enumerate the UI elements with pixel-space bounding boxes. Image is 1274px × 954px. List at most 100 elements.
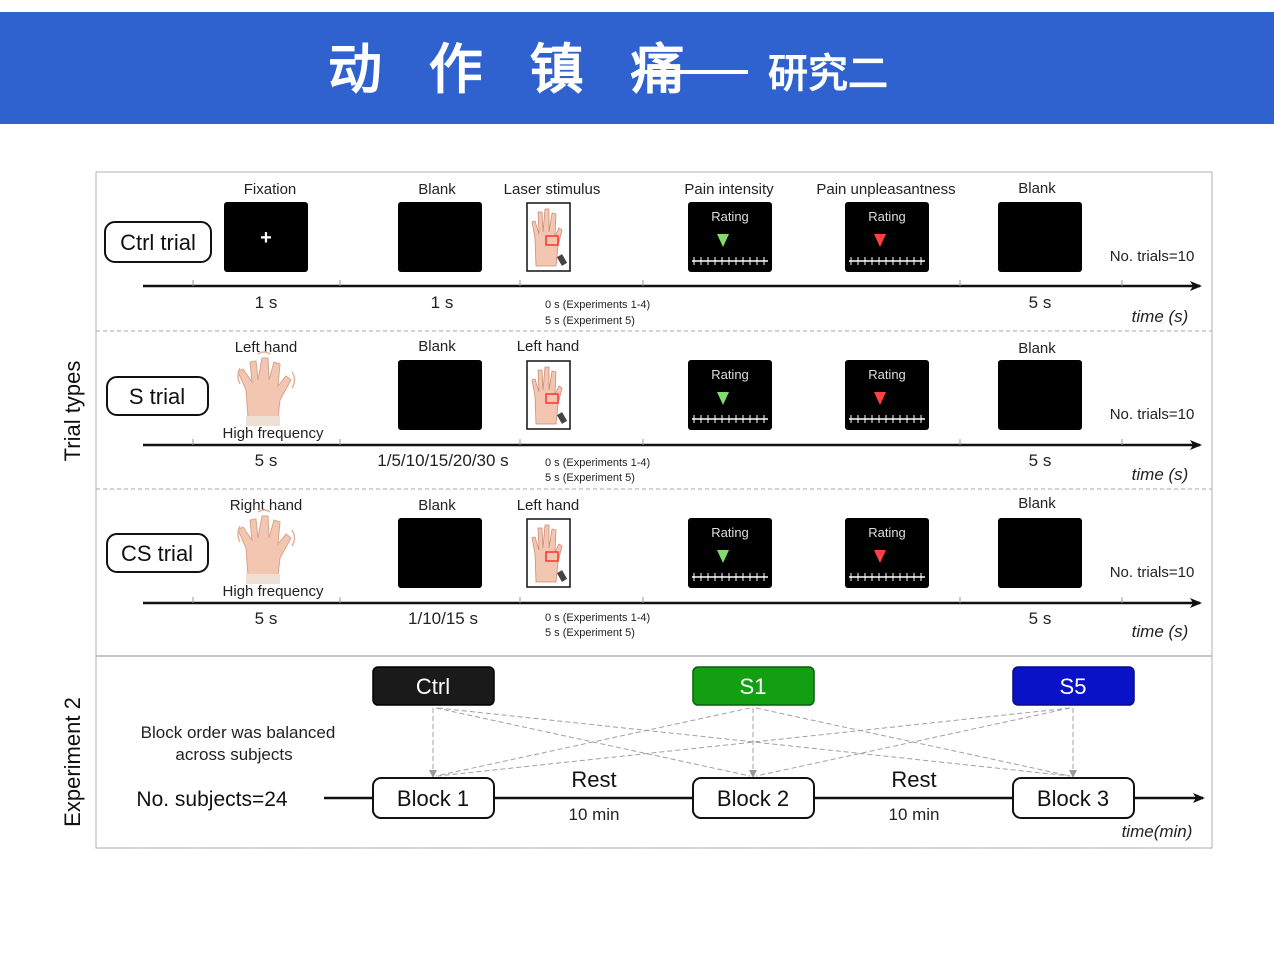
delay-exp-1-4: 0 s (Experiments 1-4) (545, 457, 650, 469)
phase-label-blank: Blank (418, 181, 456, 198)
duration-blank-end: 5 s (1029, 609, 1052, 628)
rating-screen-2: Rating (845, 202, 929, 272)
duration-blank-end: 5 s (1029, 293, 1052, 312)
block-3-label: Block 3 (1037, 786, 1109, 811)
phase-label-blank-end: Blank (1018, 180, 1056, 197)
rest-duration-1: 10 min (568, 805, 619, 824)
delay-exp-5: 5 s (Experiment 5) (545, 627, 635, 639)
delay-exp-5: 5 s (Experiment 5) (545, 315, 635, 327)
rating-label: Rating (711, 367, 749, 382)
block-2-box (692, 777, 815, 819)
timeline-ticks (192, 280, 1123, 286)
blank-screen-end (998, 518, 1082, 588)
rest-label-1: Rest (571, 767, 616, 792)
balance-note-line-2: across subjects (175, 745, 292, 764)
condition-s1-box (692, 666, 815, 706)
title-dash (636, 70, 748, 74)
trial-name-box (104, 221, 212, 263)
trial-name: CS trial (121, 541, 193, 566)
balance-lines (429, 707, 1077, 778)
phase-label-pain-intensity: Pain intensity (684, 181, 774, 198)
time-min-axis-label: time(min) (1122, 822, 1193, 841)
experiment-2-section: Ctrl S1 S5 Block order was balanced acro… (136, 666, 1205, 841)
time-axis-label: time (s) (1132, 622, 1189, 641)
condition-ctrl-box (372, 666, 495, 706)
phase-label-blank: Blank (418, 497, 456, 514)
trial-types-label: Trial types (60, 361, 85, 462)
phase-label-fixation: Fixation (244, 181, 297, 198)
high-frequency-label: High frequency (223, 425, 324, 442)
s-trial-row: S trial Left hand High frequency Blank L… (106, 338, 1202, 484)
condition-s5-label: S5 (1060, 674, 1087, 699)
time-axis-label: time (s) (1132, 465, 1189, 484)
phase-label-blank-end: Blank (1018, 495, 1056, 512)
timeline-ticks (192, 439, 1123, 445)
rating-label: Rating (868, 209, 906, 224)
high-frequency-label: High frequency (223, 583, 324, 600)
block-1-label: Block 1 (397, 786, 469, 811)
block-3-box (1012, 777, 1135, 819)
duration-vibration: 5 s (255, 609, 278, 628)
vibrating-hand-image (237, 509, 296, 584)
condition-ctrl-label: Ctrl (416, 674, 450, 699)
rest-duration-2: 10 min (888, 805, 939, 824)
duration-blank: 1/5/10/15/20/30 s (377, 451, 508, 470)
delay-exp-5: 5 s (Experiment 5) (545, 472, 635, 484)
fixation-cross: + (260, 227, 272, 249)
blank-screen (398, 360, 482, 430)
rating-screen-1: Rating (688, 518, 772, 588)
rating-label: Rating (868, 525, 906, 540)
hand-laser-image (526, 360, 571, 430)
rating-marker (874, 550, 886, 563)
rating-screen-1: Rating (688, 360, 772, 430)
rating-marker (717, 550, 729, 563)
rating-marker (717, 392, 729, 405)
timeline-ticks (192, 597, 1123, 603)
duration-blank: 1 s (431, 293, 454, 312)
phase-label-laser-hand: Left hand (517, 497, 580, 514)
delay-exp-1-4: 0 s (Experiments 1-4) (545, 612, 650, 624)
phase-label-laser: Laser stimulus (504, 181, 601, 198)
subjects-count: No. subjects=24 (136, 788, 287, 811)
block-1-box (372, 777, 495, 819)
hand-laser-image (526, 202, 571, 272)
duration-fixation: 1 s (255, 293, 278, 312)
phase-label-blank: Blank (418, 338, 456, 355)
trial-name-box (106, 533, 209, 573)
rating-screen-2: Rating (845, 360, 929, 430)
rating-marker (874, 392, 886, 405)
trial-count: No. trials=10 (1110, 248, 1195, 265)
rating-label: Rating (711, 525, 749, 540)
rating-screen-1: Rating (688, 202, 772, 272)
hand-laser-image (526, 518, 571, 588)
experiment-label: Experiment 2 (60, 697, 85, 827)
condition-s1-label: S1 (740, 674, 767, 699)
figure-frame (95, 171, 1213, 849)
trial-count: No. trials=10 (1110, 564, 1195, 581)
phase-label-laser-hand: Left hand (517, 338, 580, 355)
ctrl-trial-row: Ctrl trial Fixation + Blank Laser stimul… (104, 180, 1202, 327)
rating-screen-2: Rating (845, 518, 929, 588)
duration-vibration: 5 s (255, 451, 278, 470)
phase-label-right-hand: Right hand (230, 497, 303, 514)
blank-screen (398, 202, 482, 272)
trial-count: No. trials=10 (1110, 406, 1195, 423)
trial-name: Ctrl trial (120, 230, 196, 255)
duration-blank: 1/10/15 s (408, 609, 478, 628)
time-axis-label: time (s) (1132, 307, 1189, 326)
delay-exp-1-4: 0 s (Experiments 1-4) (545, 299, 650, 311)
rating-marker (717, 234, 729, 247)
slide-subtitle: 研究二 (768, 51, 888, 97)
duration-blank-end: 5 s (1029, 451, 1052, 470)
rating-label: Rating (711, 209, 749, 224)
title-banner (0, 12, 1274, 124)
phase-label-left-hand: Left hand (235, 339, 298, 356)
blank-screen-end (998, 202, 1082, 272)
rating-label: Rating (868, 367, 906, 382)
balance-note-line-1: Block order was balanced (141, 723, 336, 742)
rest-label-2: Rest (891, 767, 936, 792)
blank-screen-end (998, 360, 1082, 430)
blank-screen (398, 518, 482, 588)
condition-s5-box (1012, 666, 1135, 706)
